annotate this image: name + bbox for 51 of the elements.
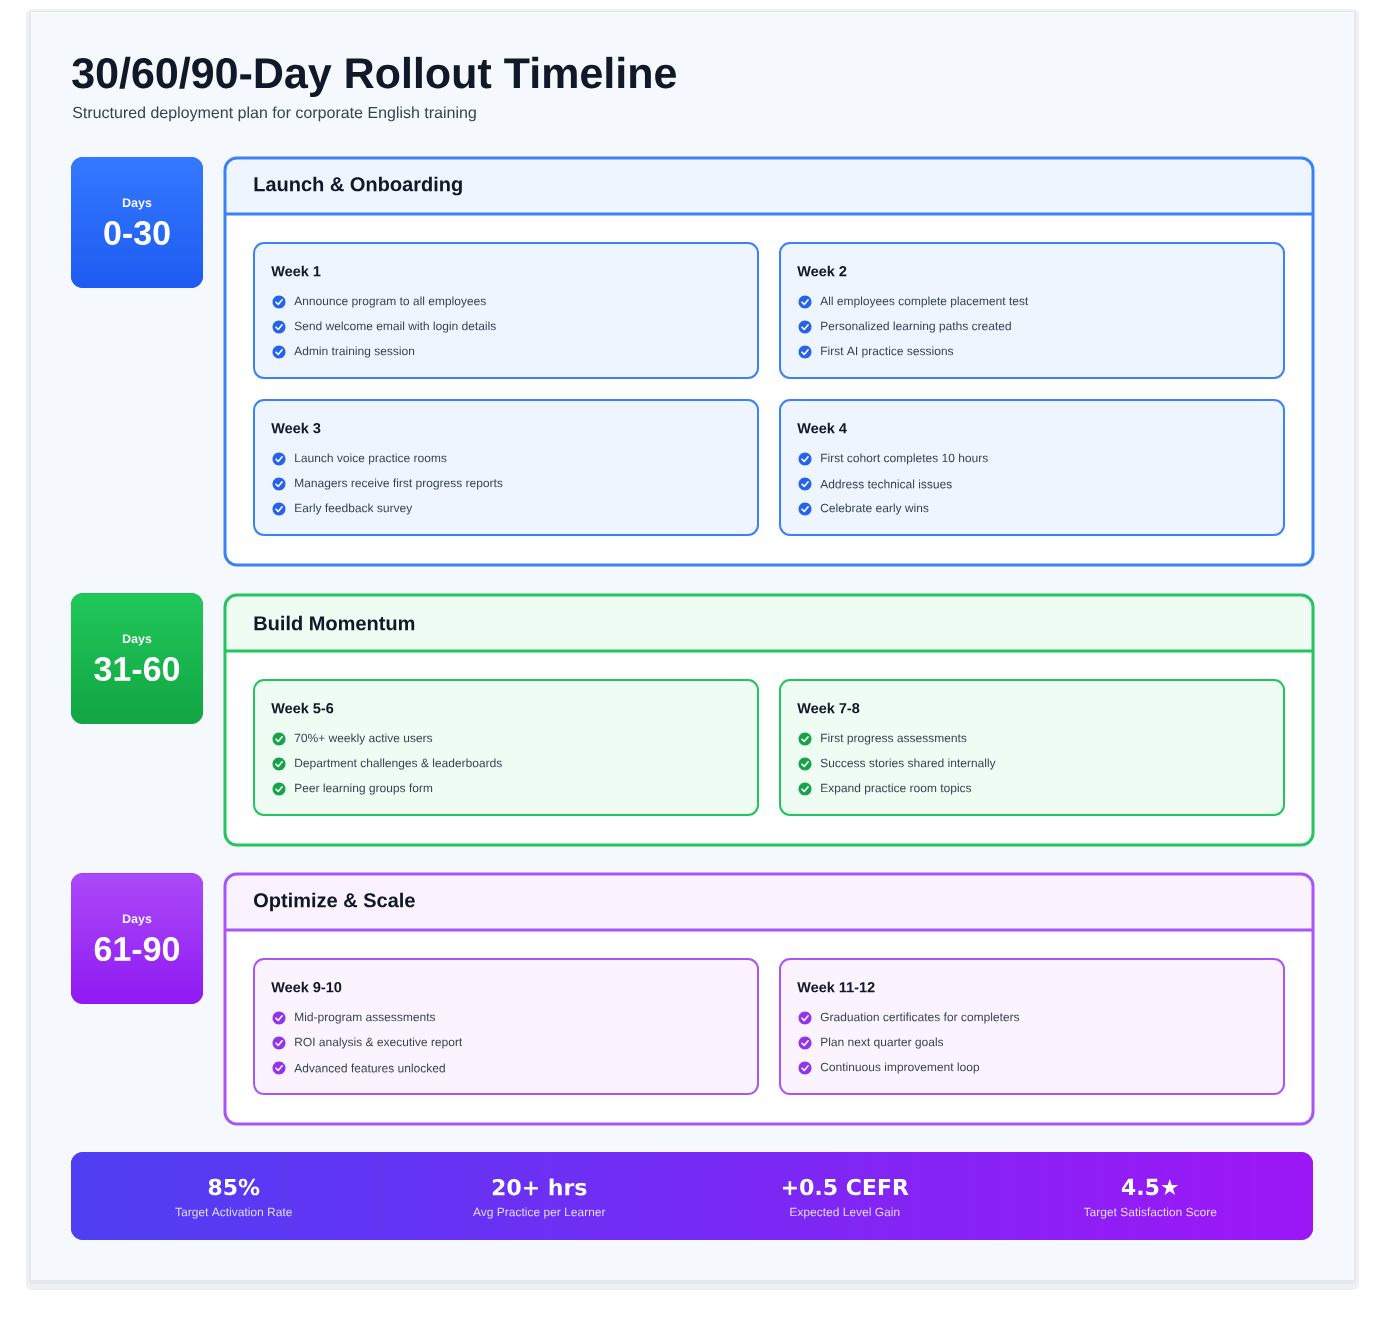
checklist-item: Continuous improvement loop: [820, 1062, 980, 1074]
stat-value: 20+ hrs: [492, 1178, 587, 1196]
checklist-item: Plan next quarter goals: [821, 1037, 944, 1049]
checklist-item: Personalized learning paths created: [821, 321, 1011, 333]
checklist-item: Graduation certificates for completers: [820, 1012, 1020, 1024]
day-range: 61-90: [94, 936, 180, 962]
checklist-item: ROI analysis & executive report: [295, 1037, 463, 1049]
checklist-item: Expand practice room topics: [821, 783, 972, 795]
panel-heading: Build Momentum: [254, 615, 415, 631]
checklist-item: Early feedback survey: [295, 503, 413, 515]
checklist-item: Mid-program assessments: [295, 1012, 436, 1024]
checklist-item: First progress assessments: [821, 733, 967, 745]
checklist-item: All employees complete placement test: [820, 296, 1029, 308]
badge-caption: Days: [122, 914, 152, 926]
checklist-item: Department challenges & leaderboards: [295, 758, 502, 770]
stat-label: Target Activation Rate: [175, 1207, 292, 1219]
checklist-item: First cohort completes 10 hours: [821, 453, 988, 465]
stat-label: Avg Practice per Learner: [473, 1207, 606, 1219]
checklist-item: 70%+ weekly active users: [294, 733, 433, 745]
panel-heading: Launch & Onboarding: [254, 176, 462, 196]
subtitle: Structured deployment plan for corporate English training: [72, 106, 476, 122]
checklist-item: First AI practice sessions: [821, 346, 954, 358]
badge-caption: Days: [122, 634, 152, 646]
card-heading: Week 5-6: [271, 702, 334, 714]
checklist-item: Launch voice practice rooms: [295, 453, 447, 465]
day-range: 0-30: [104, 220, 170, 246]
page-title: 30/60/90-Day Rollout Timeline: [72, 56, 676, 97]
card-heading: Week 11-12: [797, 981, 875, 993]
stat-value: +0.5 CEFR: [783, 1178, 909, 1196]
checklist-item: Announce program to all employees: [294, 296, 486, 308]
card-heading: Week 3: [271, 422, 321, 434]
card-heading: Week 7-8: [797, 702, 860, 714]
card-heading: Week 1: [271, 265, 321, 277]
checklist-item: Advanced features unlocked: [294, 1063, 445, 1073]
checklist-item: Peer learning groups form: [295, 783, 433, 795]
badge-caption: Days: [122, 198, 152, 210]
checklist-item: Send welcome email with login details: [294, 321, 496, 333]
card-heading: Week 4: [797, 422, 847, 434]
panel-heading: Optimize & Scale: [254, 892, 415, 912]
checklist-item: Celebrate early wins: [820, 503, 929, 515]
stat-value: 4.5★: [1121, 1178, 1179, 1196]
card-heading: Week 9-10: [271, 981, 342, 993]
stat-label: Target Satisfaction Score: [1083, 1207, 1217, 1219]
checklist-item: Admin training session: [294, 346, 415, 358]
checklist-item: Address technical issues: [820, 479, 952, 489]
stat-label: Expected Level Gain: [790, 1207, 900, 1219]
stat-value: 85%: [208, 1178, 260, 1196]
day-range: 31-60: [94, 656, 180, 682]
checklist-item: Success stories shared internally: [820, 758, 996, 770]
card-heading: Week 2: [797, 265, 847, 277]
checklist-item: Managers receive first progress reports: [295, 478, 503, 490]
